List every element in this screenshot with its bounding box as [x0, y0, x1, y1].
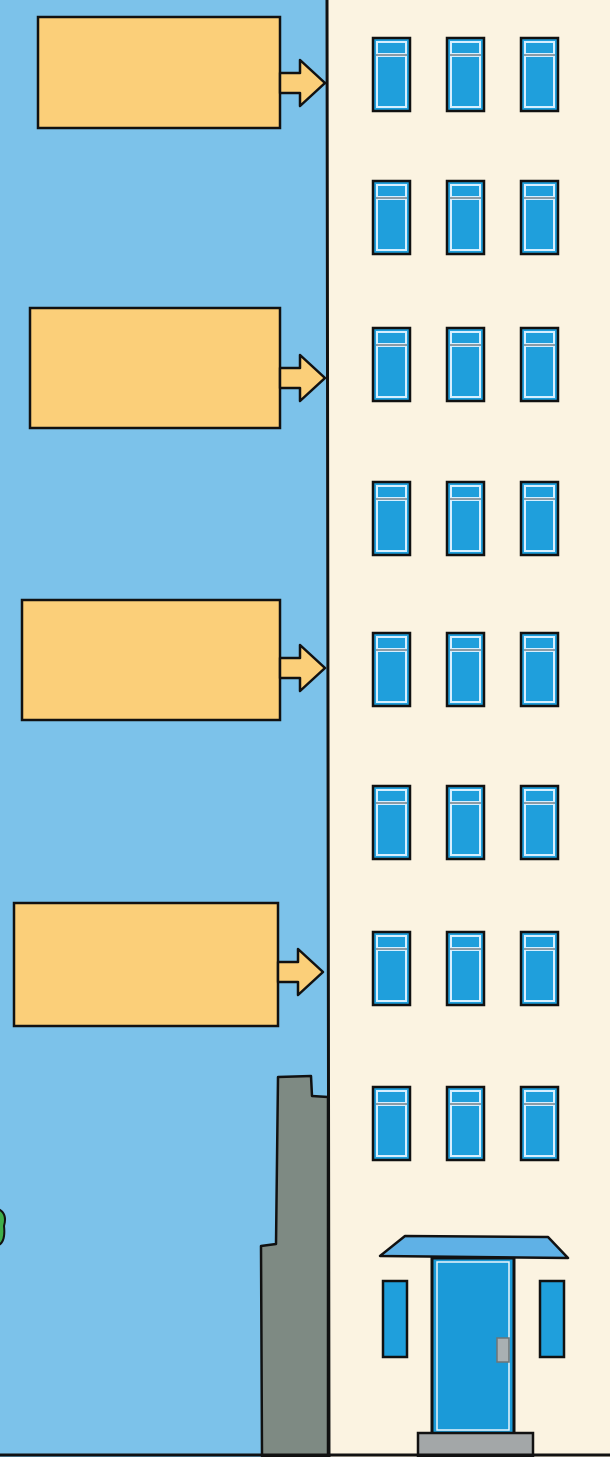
- window: [371, 326, 412, 403]
- window: [445, 930, 486, 1007]
- window: [371, 631, 412, 708]
- window: [519, 1085, 560, 1162]
- label-arrow: [276, 947, 325, 997]
- window: [371, 36, 412, 113]
- entrance-awning: [378, 1234, 570, 1260]
- label-box-body: [20, 598, 282, 722]
- label-box-1: [36, 15, 327, 130]
- window: [445, 784, 486, 861]
- bush: [0, 1208, 6, 1246]
- label-arrow: [278, 643, 327, 693]
- window: [519, 631, 560, 708]
- window: [519, 36, 560, 113]
- window: [445, 1085, 486, 1162]
- label-arrow: [278, 58, 327, 108]
- label-box-4: [12, 901, 325, 1028]
- window: [371, 179, 412, 256]
- window: [371, 930, 412, 1007]
- window: [519, 930, 560, 1007]
- entrance: [378, 1234, 570, 1457]
- label-box-body: [36, 15, 282, 130]
- window: [519, 326, 560, 403]
- window: [445, 326, 486, 403]
- label-box-body: [28, 306, 282, 430]
- label-box-body: [12, 901, 280, 1028]
- window-grid: [371, 36, 560, 1162]
- window: [371, 784, 412, 861]
- window: [445, 179, 486, 256]
- side-window-right: [538, 1279, 566, 1359]
- window: [445, 36, 486, 113]
- window: [371, 1085, 412, 1162]
- door-handle: [496, 1337, 510, 1363]
- window: [519, 179, 560, 256]
- window: [445, 631, 486, 708]
- window: [371, 480, 412, 557]
- window: [445, 480, 486, 557]
- label-arrow: [278, 353, 327, 403]
- label-boxes: [12, 15, 327, 1028]
- label-box-3: [20, 598, 327, 722]
- side-window-left: [381, 1279, 409, 1359]
- window: [519, 480, 560, 557]
- window: [519, 784, 560, 861]
- entrance-step: [416, 1431, 535, 1457]
- label-box-2: [28, 306, 327, 430]
